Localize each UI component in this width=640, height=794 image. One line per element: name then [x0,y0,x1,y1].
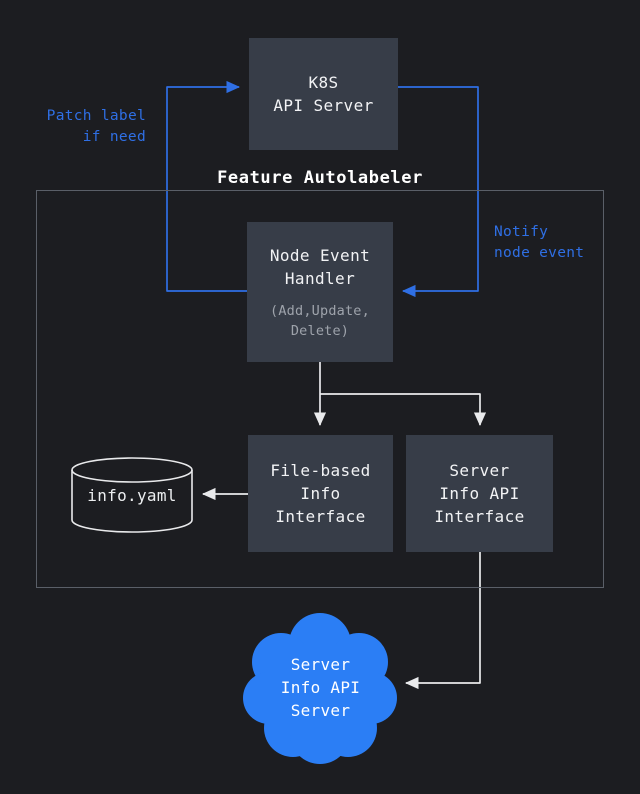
node-node-event-handler[interactable]: Node Event Handler (Add,Update, Delete) [247,222,393,362]
node-server-info-api-server[interactable]: Server Info API Server [243,610,398,765]
group-title: Feature Autolabeler [0,168,640,188]
node-node-event-handler-label: Node Event Handler [269,245,371,288]
group-title-text: Feature Autolabeler [201,168,439,188]
node-server-info-api-server-label: Server Info API Server [280,655,361,720]
edge-label-notify-node-event: Notify node event [494,224,585,261]
node-server-info-api-interface[interactable]: Server Info API Interface [406,435,553,552]
edge-label-patch-label: Patch label if need [46,108,146,145]
node-k8s-api-server-label: K8S API Server [273,73,374,115]
node-k8s-api-server[interactable]: K8S API Server [249,38,398,150]
feature-autolabeler-group [36,190,604,588]
node-info-yaml-datastore[interactable]: info.yaml [70,457,194,533]
cloud-icon [243,613,397,764]
node-file-based-info-interface[interactable]: File-based Info Interface [248,435,393,552]
node-info-yaml-label: info.yaml [87,485,177,505]
node-node-event-handler-sublabel: (Add,Update, Delete) [270,302,370,339]
node-file-based-info-interface-label: File-based Info Interface [270,461,371,526]
node-server-info-api-interface-label: Server Info API Interface [434,461,525,526]
database-cylinder-icon [71,457,193,533]
